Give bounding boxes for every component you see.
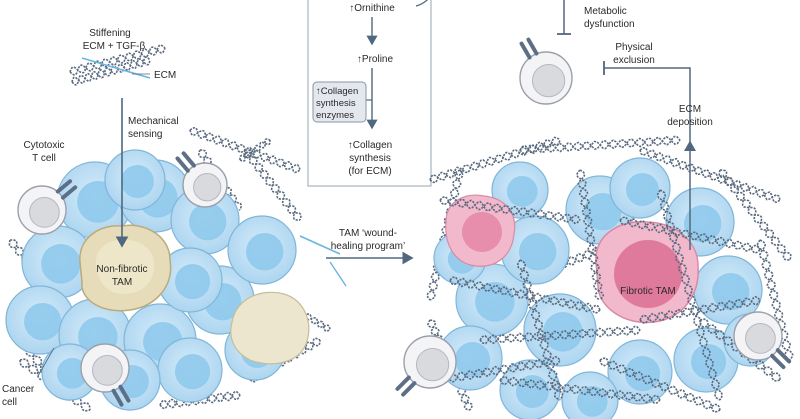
collagen-fiber xyxy=(239,138,271,162)
fibrotic-tam-label: Fibrotic TAM xyxy=(620,286,676,297)
stiffening-label-2: ECM + TGF-β xyxy=(83,41,146,52)
collagen-synthesis-label-2: synthesis xyxy=(349,153,391,164)
metabolic-dysfunction-label-2: dysfunction xyxy=(584,19,635,30)
left-t-cell-2 xyxy=(175,151,228,208)
collagen-enzymes-label-2: synthesis xyxy=(316,98,356,109)
collagen-fiber xyxy=(449,276,601,314)
ecm-deposition-label: ECM xyxy=(679,104,701,115)
right-panel: Fibrotic TAM Metabolic dysfunction Physi… xyxy=(395,0,794,419)
cancer-cell xyxy=(227,215,297,285)
collagen-fiber xyxy=(426,169,464,301)
collagen-synthesis-label-3: (for ECM) xyxy=(348,166,391,177)
collagen-fiber xyxy=(427,319,473,411)
collagen-enzymes-label: ↑Collagen xyxy=(316,86,358,97)
cancer-cell xyxy=(491,161,549,219)
collagen-fiber xyxy=(479,325,641,345)
proline-label: ↑Proline xyxy=(357,54,394,65)
collagen-fiber xyxy=(639,295,761,325)
cancer-cell xyxy=(104,149,166,211)
wound-healing-label-2: healing program’ xyxy=(331,241,406,252)
collagen-fiber xyxy=(756,239,794,361)
cancer-cell xyxy=(499,359,561,419)
cancer-cell xyxy=(157,337,223,403)
collagen-fiber xyxy=(718,169,792,261)
non-fibrotic-tam-label-2: TAM xyxy=(112,277,132,288)
tgf-beta-streak xyxy=(299,235,341,255)
collagen-fiber xyxy=(429,136,561,184)
left-panel: Non-fibrotic TAM Stiffening ECM + TGF-β … xyxy=(2,28,347,412)
fibrotic-tam-small xyxy=(445,194,516,267)
ecm-label: ECM xyxy=(154,70,176,81)
collagen-fiber xyxy=(439,195,581,225)
right-t-cell-top xyxy=(519,37,573,105)
cancer-cell xyxy=(673,327,739,393)
collagen-fiber xyxy=(71,56,151,86)
collagen-enzymes-label-3: enzymes xyxy=(316,110,354,121)
cytotoxic-label-2: T cell xyxy=(32,153,56,164)
pathway-panel: ↑Ornithine ↑Proline ↑Collagen synthesis … xyxy=(307,0,432,265)
cancer-cell-label-2: cell xyxy=(2,397,17,408)
physical-exclusion-line xyxy=(604,67,691,148)
collagen-fiber xyxy=(639,146,781,204)
cancer-cell-label: Cancer xyxy=(2,384,35,395)
collagen-fiber xyxy=(575,169,605,301)
cancer-cell xyxy=(561,371,619,419)
collagen-fiber xyxy=(656,189,724,401)
collagen-fiber xyxy=(516,259,564,401)
collagen-fiber xyxy=(499,376,661,404)
pale-tam xyxy=(230,291,310,365)
tgf-beta-streak xyxy=(81,57,151,79)
mechanical-sensing-label-2: sensing xyxy=(128,129,162,140)
tgf-beta-streak xyxy=(329,261,347,287)
cancer-pointer-line xyxy=(37,347,55,377)
cancer-cell xyxy=(609,157,671,219)
non-fibrotic-tam xyxy=(79,224,172,312)
right-ecm-fibers-front xyxy=(439,169,781,413)
collagen-fiber xyxy=(519,135,681,155)
non-fibrotic-tam-label: Non-fibrotic xyxy=(96,264,147,275)
ornithine-label: ↑Ornithine xyxy=(349,3,395,14)
cancer-cell xyxy=(693,255,763,325)
collagen-fiber xyxy=(243,149,302,221)
wound-healing-label: TAM ‘wound- xyxy=(339,228,397,239)
right-t-cell-bottom-left xyxy=(395,335,457,397)
stiffening-label: Stiffening xyxy=(89,28,131,39)
left-t-cell-1 xyxy=(17,179,78,235)
collagen-synthesis-label: ↑Collagen xyxy=(348,140,392,151)
cancer-cell xyxy=(5,285,75,355)
left-t-cell-3 xyxy=(80,343,131,407)
collagen-enzymes-box xyxy=(312,81,367,123)
mechanical-sensing-label: Mechanical xyxy=(128,116,179,127)
physical-exclusion-label-2: exclusion xyxy=(613,55,655,66)
ecm-deposition-label-2: deposition xyxy=(667,117,713,128)
collagen-fiber xyxy=(439,355,561,385)
metabolic-dysfunction-label: Metabolic xyxy=(584,6,627,17)
ornithine-curve xyxy=(415,0,428,7)
right-t-cell-bottom-right xyxy=(733,311,792,370)
cytotoxic-label: Cytotoxic xyxy=(23,140,64,151)
collagen-fiber xyxy=(69,44,166,76)
physical-exclusion-label: Physical xyxy=(615,42,652,53)
collagen-fiber xyxy=(619,216,761,254)
